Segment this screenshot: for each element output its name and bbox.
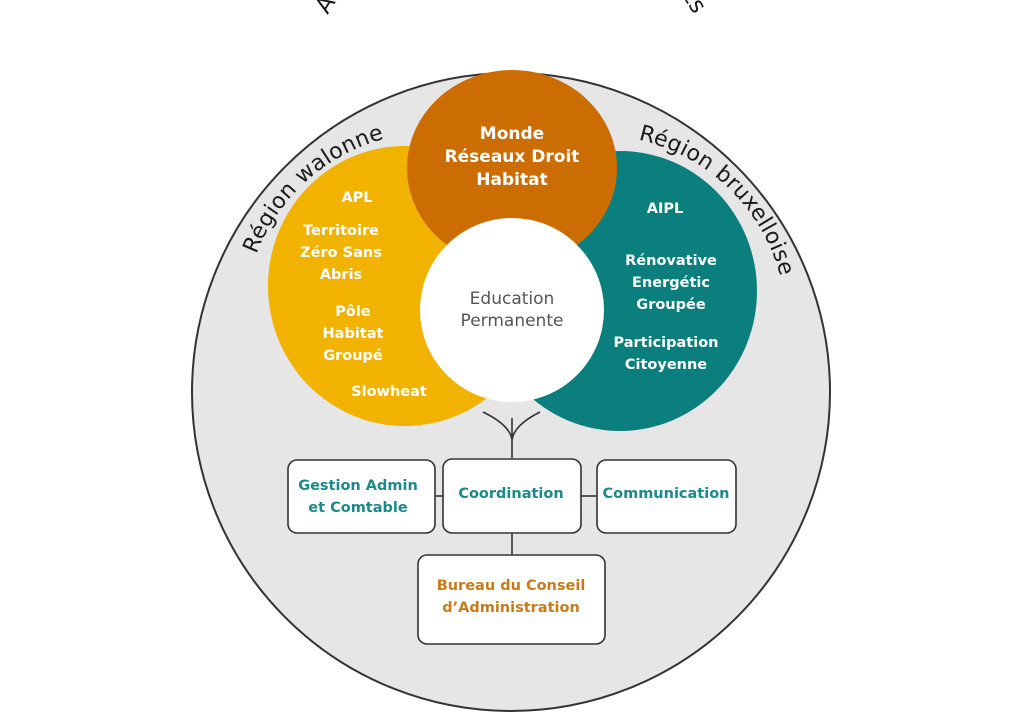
right-item-citoyenne: Citoyenne <box>625 357 707 373</box>
communication-box <box>596 459 737 534</box>
right-item-renovative: Rénovative <box>625 253 717 269</box>
coordination-box <box>442 458 582 534</box>
right-item-aipl: AIPL <box>647 201 683 217</box>
gestion-line-1: Gestion Admin <box>298 478 418 494</box>
gestion-box <box>287 459 436 534</box>
connector-merge <box>482 411 541 458</box>
right-item-participation: Participation <box>614 335 719 351</box>
bureau-box <box>417 554 606 645</box>
right-item-groupee: Groupée <box>636 297 706 313</box>
left-item-abris: Abris <box>320 267 362 283</box>
left-item-zero-sans: Zéro Sans <box>300 245 382 261</box>
left-item-apl: APL <box>341 190 372 206</box>
bureau-line-1: Bureau du Conseil <box>437 578 586 594</box>
communication-label: Communication <box>602 486 729 502</box>
coordination-label: Coordination <box>458 486 563 502</box>
left-item-habitat: Habitat <box>323 326 384 342</box>
gestion-line-2: et Comtable <box>308 500 408 516</box>
outer-title: Assemblé Générale et Sympathisants <box>311 0 712 18</box>
top-circle <box>407 70 617 266</box>
center-line-2: Permanente <box>461 311 564 331</box>
left-item-territoire: Territoire <box>303 223 379 239</box>
center-circle <box>420 218 604 402</box>
left-item-slowheat: Slowheat <box>351 384 427 400</box>
top-circle-line-2: Réseaux Droit <box>445 147 580 167</box>
right-item-energetic: Energétic <box>632 275 710 291</box>
bureau-line-2: d’Administration <box>442 600 580 616</box>
left-item-groupe: Groupé <box>323 348 383 364</box>
top-circle-line-3: Habitat <box>476 170 547 190</box>
left-item-pole: Pôle <box>335 304 371 320</box>
center-line-1: Education <box>470 289 555 309</box>
top-circle-line-1: Monde <box>480 124 544 144</box>
